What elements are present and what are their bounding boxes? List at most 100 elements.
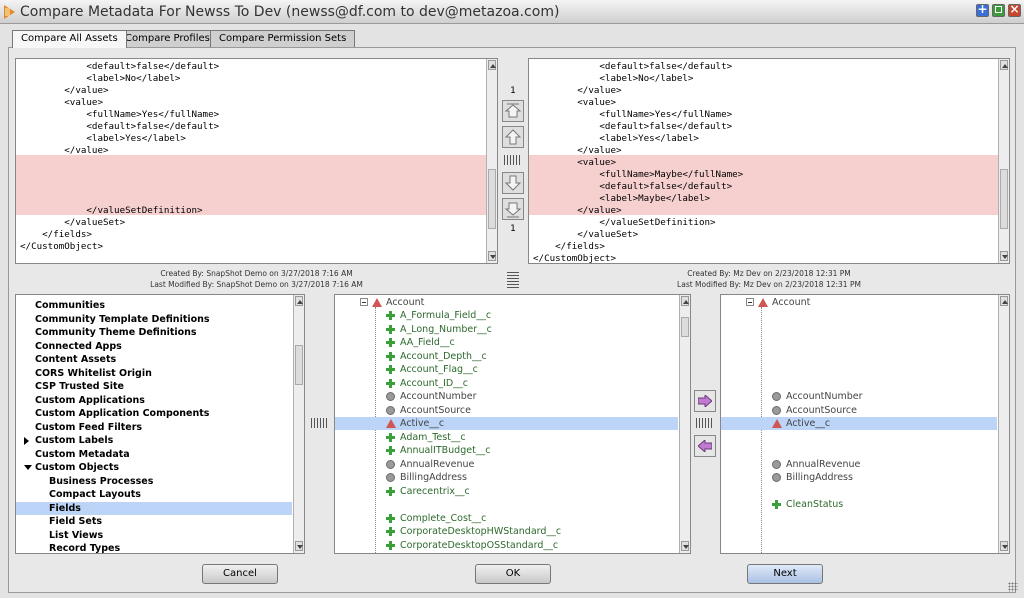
category-item-content-assets[interactable]: Content Assets [16, 353, 292, 366]
scroll-down-button[interactable] [488, 251, 496, 261]
tree-item[interactable]: AccountNumber [335, 390, 678, 403]
tree-item[interactable]: AnnualRevenue [721, 458, 997, 471]
category-item-field-sets[interactable]: Field Sets [16, 515, 292, 528]
category-item-compact-layouts[interactable]: Compact Layouts [16, 488, 292, 501]
expand-window-button[interactable]: + [976, 2, 989, 17]
horizontal-splitter-grip[interactable] [507, 270, 519, 288]
category-label: Custom Objects [35, 462, 120, 473]
ok-button[interactable]: OK [475, 564, 551, 584]
tree-item[interactable]: AccountSource [335, 404, 678, 417]
next-diff-button[interactable] [502, 172, 524, 194]
left-code-pane[interactable]: <default>false</default> <label>No</labe… [15, 58, 498, 264]
category-item-community-template-definitions[interactable]: Community Template Definitions [16, 313, 292, 326]
tree-item[interactable]: Account_ID__c [335, 377, 678, 390]
tree-item[interactable]: AnnualRevenue [335, 458, 678, 471]
maximize-window-button[interactable] [992, 4, 1005, 17]
category-item-custom-labels[interactable]: Custom Labels [16, 434, 292, 447]
next-button[interactable]: Next [747, 564, 823, 584]
tree-item[interactable]: CorporateDesktopHWStandard__c [335, 525, 678, 538]
category-list-scrollbar[interactable] [293, 295, 304, 553]
category-item-custom-objects[interactable]: Custom Objects [16, 461, 292, 474]
category-item-list-views[interactable]: List Views [16, 529, 292, 542]
tree-item[interactable]: AccountNumber [721, 390, 997, 403]
tree-item[interactable]: Adam_Test__c [335, 431, 678, 444]
tree-item[interactable]: AA_Field__c [335, 336, 678, 349]
category-item-community-theme-definitions[interactable]: Community Theme Definitions [16, 326, 292, 339]
last-diff-button[interactable] [502, 198, 524, 220]
left-tree-scrollbar[interactable] [679, 295, 690, 553]
category-item-record-types[interactable]: Record Types [16, 542, 292, 553]
scroll-up-button[interactable] [1000, 60, 1008, 70]
close-window-button[interactable]: × [1008, 2, 1021, 17]
category-item-custom-applications[interactable]: Custom Applications [16, 394, 292, 407]
tree-splitter-grip[interactable] [696, 418, 714, 428]
right-code-scrollbar[interactable] [998, 59, 1009, 263]
scroll-thumb[interactable] [1000, 169, 1008, 229]
scroll-thumb[interactable] [681, 317, 689, 337]
tree-item[interactable]: AnnualITBudget__c [335, 444, 678, 457]
tree-item[interactable]: CorporateDesktopOSStandard__c [335, 539, 678, 552]
tree-item-label: AnnualITBudget__c [400, 445, 491, 456]
tree-item[interactable]: Carecentrix__c [335, 485, 678, 498]
collapse-node-icon[interactable] [360, 298, 368, 306]
scroll-up-button[interactable] [488, 60, 496, 70]
category-item-communities[interactable]: Communities [16, 299, 292, 312]
category-label: Communities [35, 300, 105, 311]
previous-diff-button[interactable] [502, 126, 524, 148]
scroll-thumb[interactable] [488, 169, 496, 229]
collapse-node-icon[interactable] [746, 298, 754, 306]
category-item-connected-apps[interactable]: Connected Apps [16, 340, 292, 353]
expanded-caret-icon[interactable] [24, 465, 32, 470]
category-item-fields[interactable]: Fields [16, 501, 292, 515]
scroll-down-button[interactable] [1000, 251, 1008, 261]
tab-compare-profiles[interactable]: Compare Profiles [116, 30, 219, 47]
code-line: <fullName>Maybe</fullName> [533, 169, 744, 180]
scroll-up-button[interactable] [295, 296, 303, 306]
first-diff-button[interactable] [502, 100, 524, 122]
tree-root[interactable]: Account [335, 296, 678, 309]
tree-item[interactable]: Account_Depth__c [335, 350, 678, 363]
category-label: Community Theme Definitions [35, 327, 197, 338]
collapsed-caret-icon[interactable] [24, 437, 29, 445]
tree-item[interactable]: A_Long_Number__c [335, 323, 678, 336]
tree-item[interactable]: A_Formula_Field__c [335, 309, 678, 322]
tab-compare-permission-sets[interactable]: Compare Permission Sets [210, 30, 356, 47]
scroll-down-button[interactable] [1000, 541, 1008, 551]
category-item-custom-feed-filters[interactable]: Custom Feed Filters [16, 421, 292, 434]
copy-right-button[interactable] [694, 390, 716, 412]
tree-item[interactable]: BillingAddress [335, 471, 678, 484]
category-item-custom-metadata[interactable]: Custom Metadata [16, 448, 292, 461]
scroll-down-button[interactable] [681, 541, 689, 551]
scroll-thumb[interactable] [295, 345, 303, 385]
tree-item[interactable]: Complete_Cost__c [335, 512, 678, 525]
category-item-custom-application-components[interactable]: Custom Application Components [16, 407, 292, 420]
category-item-cors-whitelist-origin[interactable]: CORS Whitelist Origin [16, 367, 292, 380]
scroll-up-button[interactable] [1000, 296, 1008, 306]
category-item-csp-trusted-site[interactable]: CSP Trusted Site [16, 380, 292, 393]
right-code-pane[interactable]: <default>false</default> <label>No</labe… [528, 58, 1010, 264]
tree-item[interactable]: CleanStatus [721, 498, 997, 511]
tree-item-label: AnnualRevenue [786, 458, 861, 470]
scroll-up-button[interactable] [681, 296, 689, 306]
tree-root[interactable]: Account [721, 296, 997, 309]
tree-item[interactable]: Active__c [721, 417, 997, 430]
tree-item[interactable]: Account_Flag__c [335, 363, 678, 376]
right-tree-scrollbar[interactable] [998, 295, 1009, 553]
list-splitter-grip[interactable] [311, 418, 329, 428]
tree-item[interactable]: BillingAddress [721, 471, 997, 484]
cancel-button[interactable]: Cancel [202, 564, 278, 584]
resize-grip[interactable] [1008, 582, 1018, 592]
code-line: </value> [533, 205, 622, 216]
vertical-splitter-grip[interactable] [504, 155, 522, 165]
tree-item[interactable]: AccountSource [721, 404, 997, 417]
tab-compare-all-assets[interactable]: Compare All Assets [12, 30, 127, 48]
scroll-down-button[interactable] [295, 541, 303, 551]
category-item-business-processes[interactable]: Business Processes [16, 475, 292, 488]
left-code-scrollbar[interactable] [486, 59, 497, 263]
tree-item-label: AnnualRevenue [400, 458, 475, 470]
tree-item[interactable]: Active__c [335, 417, 678, 430]
copy-left-button[interactable] [694, 435, 716, 457]
